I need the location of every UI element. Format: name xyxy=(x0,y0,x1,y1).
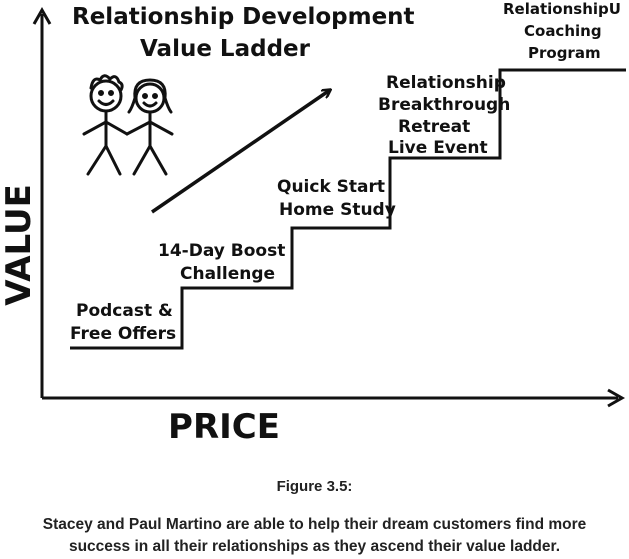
step-4-line-1: Relationship xyxy=(386,73,506,93)
step-label-1: Podcast & Free Offers xyxy=(70,301,179,344)
step-label-4: Relationship Breakthrough Retreat Live E… xyxy=(378,73,516,158)
y-axis-label: VALUE xyxy=(0,184,39,306)
x-axis xyxy=(42,388,626,408)
step-label-2: 14-Day Boost Challenge xyxy=(158,241,291,284)
stick-figure-girl-icon xyxy=(125,78,174,176)
caption-line-1: Stacey and Paul Martino are able to help… xyxy=(42,516,587,533)
figure-label: Figure 3.5: xyxy=(276,478,353,495)
step-4-line-2: Breakthrough xyxy=(378,95,510,115)
y-axis-arrow-icon xyxy=(32,6,52,25)
x-axis-arrow-icon xyxy=(607,388,626,408)
step-3-line-2: Home Study xyxy=(279,200,396,220)
step-5-line-2: Coaching xyxy=(524,22,602,40)
step-5-line-1: RelationshipU xyxy=(503,0,621,18)
ladder-staircase xyxy=(70,68,626,350)
x-axis-label: PRICE xyxy=(168,407,280,447)
step-label-3: Quick Start Home Study xyxy=(277,177,396,220)
figure-caption: Stacey and Paul Martino are able to help… xyxy=(0,514,629,558)
step-5-line-3: Program xyxy=(528,44,601,62)
growth-arrow-icon xyxy=(151,90,330,214)
step-4-line-3: Retreat xyxy=(398,117,470,137)
diagram-title: Relationship Development Value Ladder xyxy=(72,4,423,62)
title-line-2: Value Ladder xyxy=(140,36,311,62)
step-label-5: RelationshipU Coaching Program xyxy=(503,0,626,62)
stick-figure-boy-icon xyxy=(82,74,129,176)
step-4-line-4: Live Event xyxy=(388,138,488,158)
step-1-line-2: Free Offers xyxy=(70,324,176,344)
step-3-line-1: Quick Start xyxy=(277,177,385,197)
value-ladder-diagram: VALUE PRICE Relationship Development Val… xyxy=(0,0,626,447)
y-axis xyxy=(32,6,52,398)
caption-line-2: success in all their relationships as th… xyxy=(68,538,561,555)
step-1-line-1: Podcast & xyxy=(76,301,173,321)
step-2-line-1: 14-Day Boost xyxy=(158,241,285,261)
title-line-1: Relationship Development xyxy=(72,4,415,30)
step-2-line-2: Challenge xyxy=(180,264,275,284)
